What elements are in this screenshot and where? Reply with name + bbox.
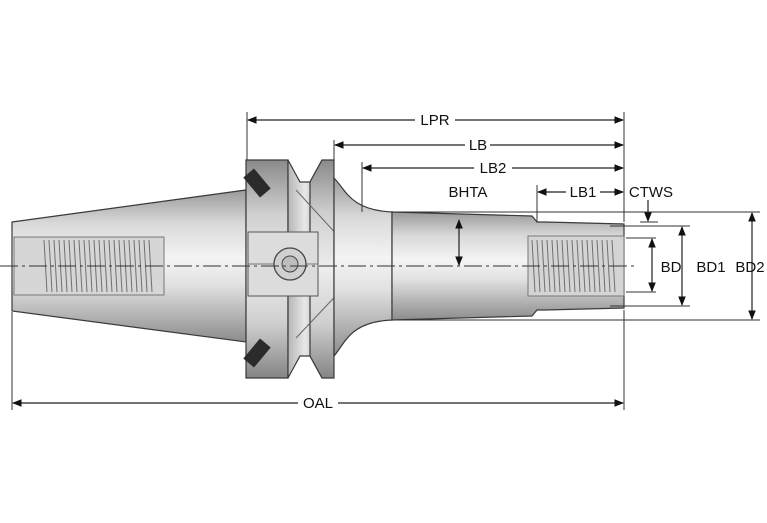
- label-ctws: CTWS: [629, 184, 673, 201]
- key-slot-bottom: [243, 338, 271, 368]
- label-bd2: BD2: [735, 259, 764, 276]
- label-bhta: BHTA: [449, 184, 488, 201]
- flange-rear: [309, 159, 335, 379]
- label-lpr: LPR: [420, 112, 449, 129]
- key-slot-top: [243, 168, 271, 198]
- label-oal: OAL: [303, 395, 333, 412]
- label-bd1: BD1: [696, 259, 725, 276]
- label-lb1: LB1: [570, 184, 597, 201]
- label-bd: BD: [661, 259, 682, 276]
- coolant-port: [273, 247, 307, 281]
- neck: [333, 176, 393, 358]
- label-lb2: LB2: [480, 160, 507, 177]
- label-lb: LB: [469, 137, 487, 154]
